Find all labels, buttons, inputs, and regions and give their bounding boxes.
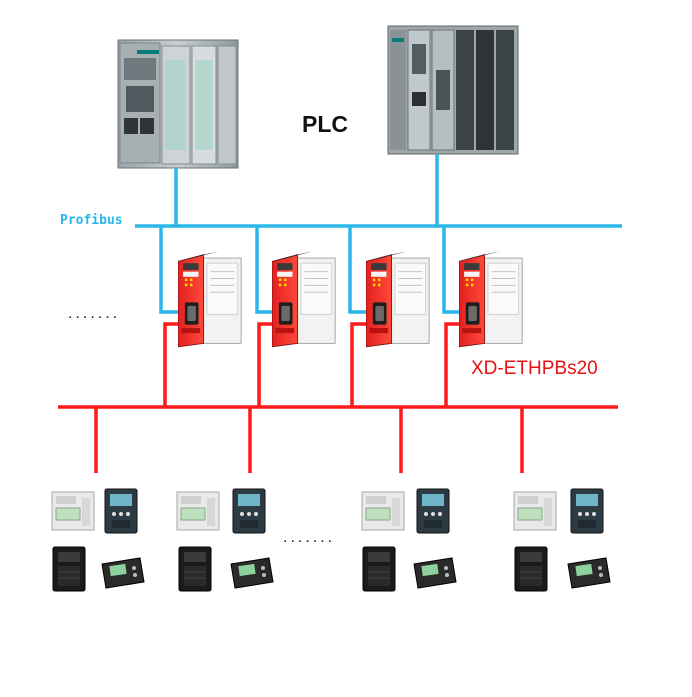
- vfd-icon: [232, 488, 266, 534]
- power-meter-icon: [513, 491, 557, 531]
- profibus-label: Profibus: [60, 213, 123, 228]
- vfd-icon: [104, 488, 138, 534]
- device-group-1: [51, 488, 145, 592]
- inverter-icon: [514, 546, 548, 592]
- ethernet-lines: [58, 322, 618, 473]
- ellipsis-bottom: .......: [283, 529, 336, 546]
- controller-icon: [413, 557, 457, 589]
- gateway-2-icon: [272, 250, 336, 348]
- device-group-3: [361, 488, 457, 592]
- device-group-2: [176, 488, 274, 592]
- gateway-3-icon: [366, 250, 430, 348]
- power-meter-icon: [361, 491, 405, 531]
- ellipsis-left: .......: [68, 305, 121, 322]
- gateway-4-icon: [459, 250, 523, 348]
- plc-label: PLC: [302, 111, 348, 137]
- controller-icon: [230, 557, 274, 589]
- gateway-1-icon: [178, 250, 242, 348]
- inverter-icon: [52, 546, 86, 592]
- vfd-icon: [570, 488, 604, 534]
- power-meter-icon: [176, 491, 220, 531]
- controller-icon: [567, 557, 611, 589]
- controller-icon: [101, 557, 145, 589]
- inverter-icon: [362, 546, 396, 592]
- power-meter-icon: [51, 491, 95, 531]
- plc-left-icon: [117, 39, 239, 169]
- vfd-icon: [416, 488, 450, 534]
- device-group-4: [513, 488, 611, 592]
- plc-right-icon: [387, 25, 519, 155]
- inverter-icon: [178, 546, 212, 592]
- gateway-model-label: XD-ETHPBs20: [471, 358, 598, 379]
